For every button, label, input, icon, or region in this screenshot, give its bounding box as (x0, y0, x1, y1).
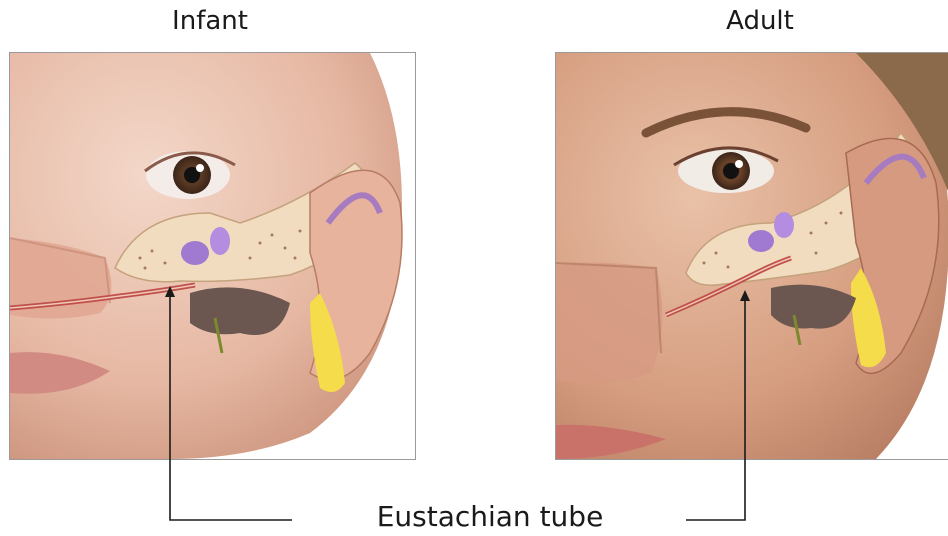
adult-ossicles (748, 230, 774, 252)
infant-title: Infant (150, 6, 270, 36)
adult-ear-illustration (555, 52, 948, 460)
infant-ossicles (181, 241, 209, 265)
adult-face-svg (556, 53, 948, 459)
adult-title: Adult (700, 6, 820, 36)
adult-nose (556, 263, 662, 384)
eustachian-tube-label: Eustachian tube (300, 500, 680, 533)
infant-ear-illustration (9, 52, 416, 460)
infant-face-svg (10, 53, 415, 459)
